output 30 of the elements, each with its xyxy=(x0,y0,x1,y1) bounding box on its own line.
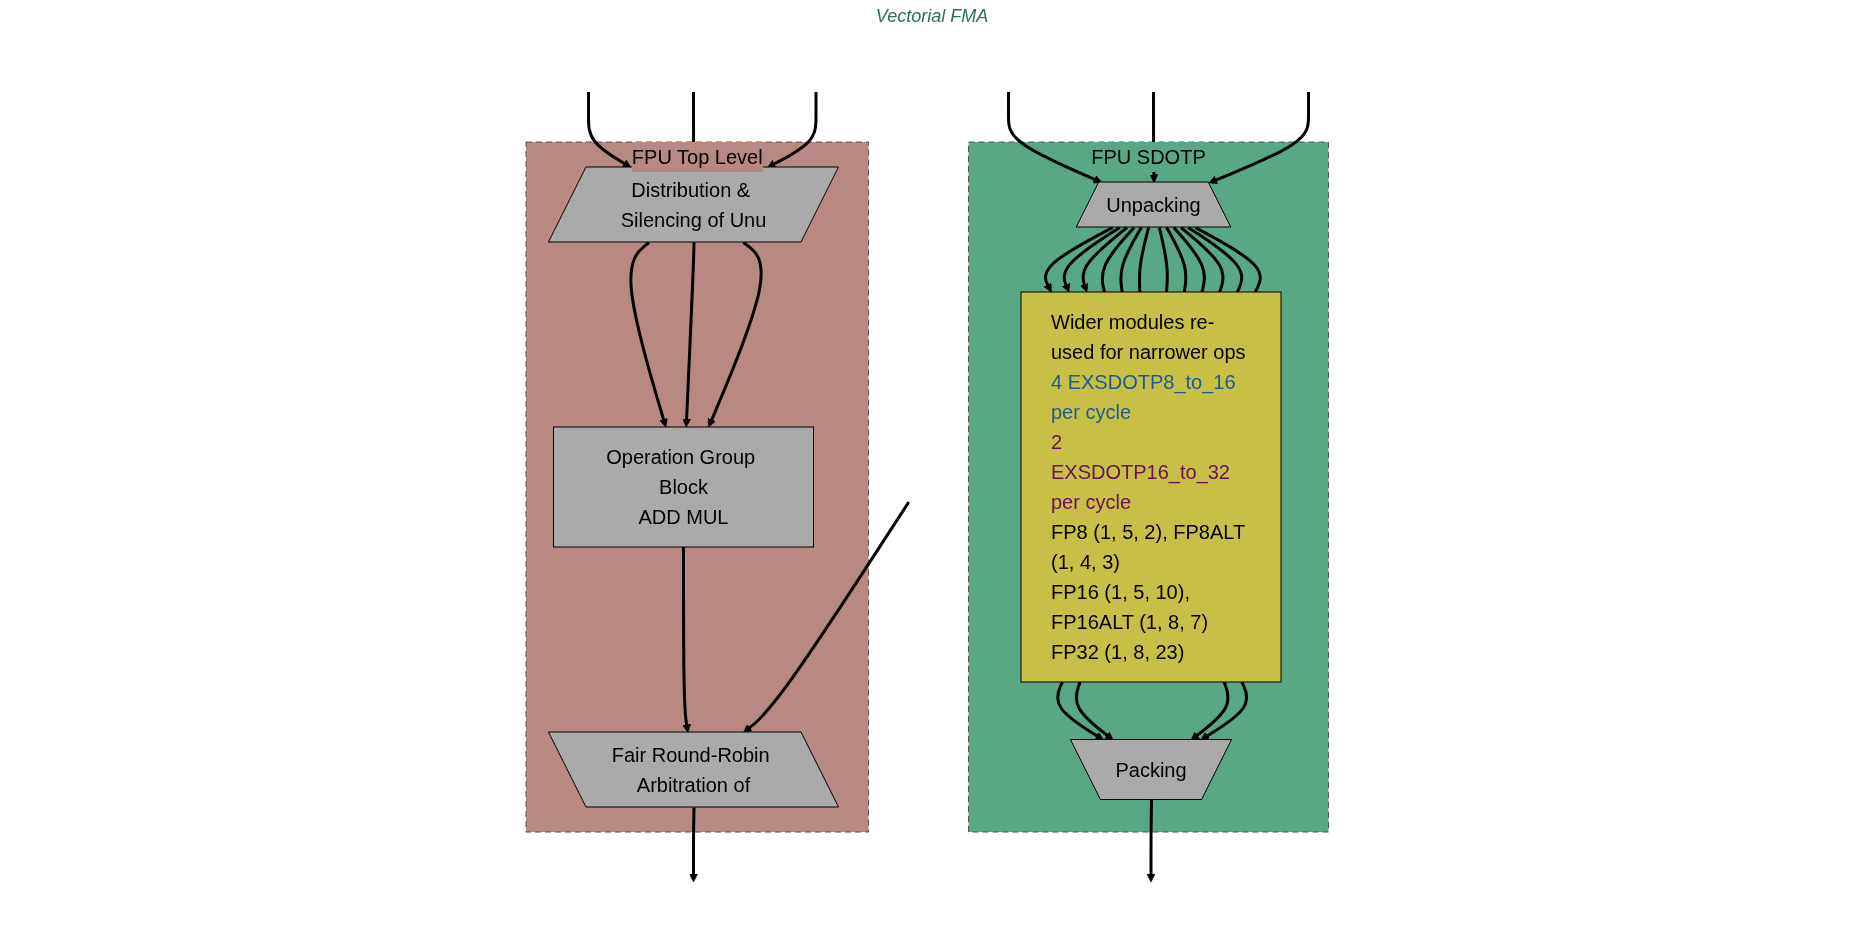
connector xyxy=(1172,226,1206,292)
arrow xyxy=(707,240,763,427)
arrow xyxy=(742,500,910,733)
connector xyxy=(1165,226,1188,292)
connector xyxy=(1187,225,1243,293)
connector xyxy=(1179,225,1225,292)
arrow xyxy=(1200,680,1248,740)
arrow xyxy=(1055,680,1104,740)
arrow xyxy=(629,240,668,427)
connector xyxy=(1100,226,1136,292)
arrow xyxy=(1146,799,1156,882)
arrow xyxy=(681,546,691,733)
connector xyxy=(1194,225,1262,293)
connector xyxy=(1137,226,1150,292)
node-box: Wider modules re-used for narrower ops 4 EXSDOTP8_to_16 per cycle 2 EXSDOTP16_to_32 per cycle FP8 (1, 5, 2), FP8ALT (1, 4, 3) FP16 (1, 5, 10), FP16ALT (1, 8, 7) FP32 (1, 8, 23) xyxy=(1020,291,1282,682)
arrow xyxy=(1006,91,1102,183)
arrow xyxy=(1190,680,1230,740)
arrow xyxy=(1208,91,1310,184)
connector xyxy=(1157,226,1169,292)
arrow xyxy=(766,91,818,168)
arrow xyxy=(688,806,698,882)
arrow xyxy=(1043,225,1114,292)
arrow xyxy=(681,241,696,427)
arrow xyxy=(1061,225,1121,292)
arrow xyxy=(586,91,632,168)
connector xyxy=(1119,226,1143,292)
arrow xyxy=(1074,681,1114,740)
label-text: Vectorial FMA xyxy=(875,6,989,26)
arrow xyxy=(1079,225,1128,292)
node-box: Operation Group Block ADD MUL xyxy=(552,426,814,547)
